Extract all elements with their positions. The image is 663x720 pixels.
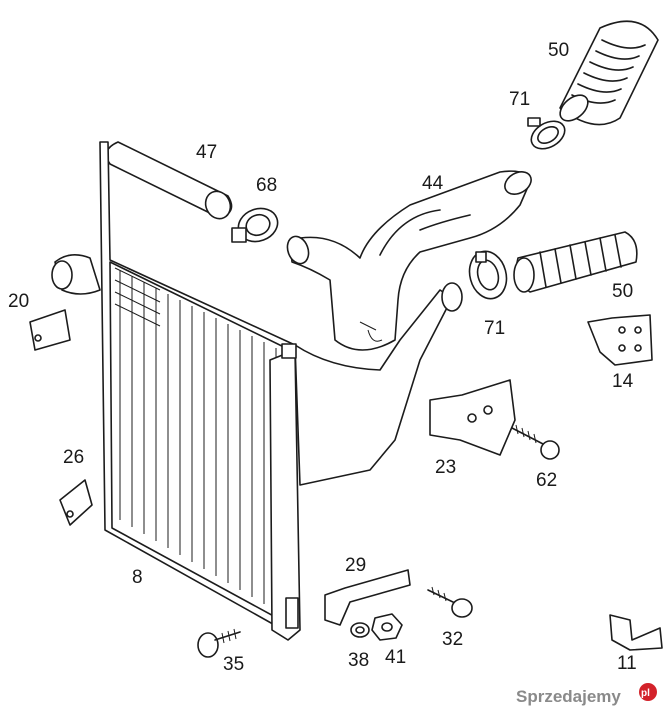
label-8: 8 (132, 567, 143, 588)
watermark: Sprzedajemy pl (516, 683, 657, 706)
label-68: 68 (256, 175, 277, 196)
label-11: 11 (617, 653, 637, 674)
tube-47 (105, 141, 233, 220)
clamp-71-top (527, 117, 566, 150)
label-50-top: 50 (548, 40, 569, 61)
label-62: 62 (536, 470, 557, 491)
label-47: 47 (196, 142, 217, 163)
watermark-badge-icon (639, 683, 657, 701)
nut-41 (371, 613, 403, 641)
bracket-23 (429, 379, 516, 456)
washer-38 (350, 622, 370, 638)
label-41: 41 (385, 647, 406, 668)
label-71-top: 71 (509, 89, 530, 110)
watermark-badge-text: pl (641, 688, 650, 699)
bolt-62 (511, 424, 560, 460)
label-29: 29 (345, 555, 366, 576)
bracket-11 (609, 614, 663, 651)
label-50-mid: 50 (612, 281, 633, 302)
bracket-29 (324, 569, 411, 626)
label-20: 20 (8, 291, 29, 312)
label-14: 14 (612, 371, 634, 392)
pipe-44 (286, 170, 532, 351)
hose-50-top (559, 20, 659, 126)
clamp-68 (231, 207, 279, 243)
bracket-14 (587, 314, 653, 366)
bracket-26 (59, 479, 93, 526)
label-26: 26 (63, 447, 84, 468)
label-35: 35 (223, 654, 244, 675)
watermark-text: Sprzedajemy (516, 687, 621, 706)
label-71-mid: 71 (484, 318, 505, 339)
bolt-32 (427, 586, 473, 618)
clamp-71-mid (468, 250, 508, 300)
hose-50-mid (513, 231, 638, 293)
label-32: 32 (442, 629, 463, 650)
label-23: 23 (435, 457, 456, 478)
label-38: 38 (348, 650, 369, 671)
bracket-20 (29, 309, 71, 351)
label-44: 44 (422, 173, 444, 194)
intercooler-8 (51, 141, 463, 641)
bolt-35 (197, 628, 241, 658)
